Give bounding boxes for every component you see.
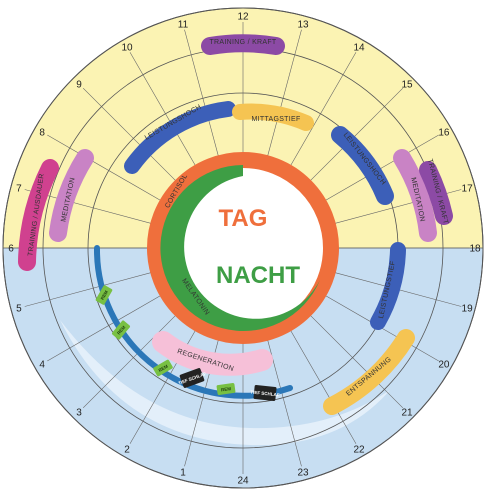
hour-label: 8: [39, 128, 45, 139]
rem-badge: REM: [153, 359, 173, 377]
training-ausdauer-arc: [18, 159, 59, 271]
hour-label: 10: [121, 43, 133, 54]
hour-label: 18: [469, 244, 481, 255]
hour-label: 9: [76, 80, 82, 91]
hour-label: 15: [401, 80, 413, 91]
hour-label: 24: [237, 476, 249, 487]
training-kraft-right-arc: [419, 161, 453, 225]
entspannung-arc: [323, 329, 415, 415]
meditation-left-arc: [49, 149, 94, 242]
hour-spoke: [309, 314, 404, 409]
hour-label: 19: [462, 304, 474, 315]
hour-label: 22: [353, 444, 365, 455]
hour-spoke: [325, 134, 439, 201]
svg-text:REM: REM: [158, 363, 169, 372]
label-nacht: NACHT: [216, 262, 300, 289]
hour-label: 23: [297, 468, 309, 479]
svg-text:REM: REM: [100, 289, 109, 300]
hour-label: 13: [297, 19, 309, 30]
hour-spoke: [184, 29, 219, 157]
label-tag: TAG: [219, 205, 268, 232]
tief-schlaf-badge: TIEF SCHLAF: [250, 385, 280, 401]
hour-label: 16: [438, 128, 450, 139]
regeneration-arc: [152, 331, 273, 376]
hour-spoke: [82, 314, 177, 409]
hour-spoke: [47, 295, 161, 362]
tief-schlaf-badge: TIEF SCHLAF: [178, 368, 207, 388]
hour-label: 21: [401, 408, 413, 419]
hour-label: 4: [39, 360, 45, 371]
label-training-kraft-top: TRAINING / KRAFT: [209, 39, 276, 46]
hour-label: 7: [16, 184, 22, 195]
hour-spoke: [309, 87, 404, 182]
hour-label: 14: [353, 43, 365, 54]
leistungshoch-morning-arc: [124, 101, 236, 174]
hour-label: 5: [16, 304, 22, 315]
svg-text:TIEF SCHLAF: TIEF SCHLAF: [250, 389, 280, 397]
svg-text:REM: REM: [221, 386, 232, 392]
hour-label: 12: [237, 12, 249, 23]
hour-label: 3: [76, 408, 82, 419]
rem-badge: REM: [95, 285, 113, 305]
training-kraft-top-arc: [201, 34, 285, 55]
night-light-sweep: [60, 320, 390, 446]
hour-spoke: [267, 29, 302, 157]
hour-label: 1: [180, 468, 186, 479]
hour-label: 6: [8, 244, 14, 255]
mittagstief-arc: [232, 103, 314, 131]
svg-text:REM: REM: [116, 325, 126, 336]
leistungstief-arc: [370, 242, 406, 330]
hour-label: 17: [462, 184, 474, 195]
hour-spoke: [290, 52, 357, 166]
hour-label: 11: [178, 19, 189, 30]
meditation-right-arc: [393, 149, 437, 242]
hour-label: 20: [438, 360, 450, 371]
hour-spoke: [47, 134, 161, 201]
hour-spoke: [267, 339, 302, 467]
hour-spoke: [129, 52, 196, 166]
sleep-phase-badges: REM REM REM TIEF SCHLAF REM TIEF SCHLAF: [95, 285, 280, 401]
hour-spoke: [24, 272, 152, 307]
rem-badge: REM: [111, 320, 131, 340]
hour-label: 2: [124, 444, 130, 455]
label-mittagstief: MITTAGSTIEF: [251, 116, 300, 123]
hour-spoke: [82, 87, 177, 182]
rem-badge: REM: [216, 382, 236, 396]
leistungshoch-afternoon-arc: [331, 126, 394, 205]
hour-spoke: [290, 330, 357, 444]
